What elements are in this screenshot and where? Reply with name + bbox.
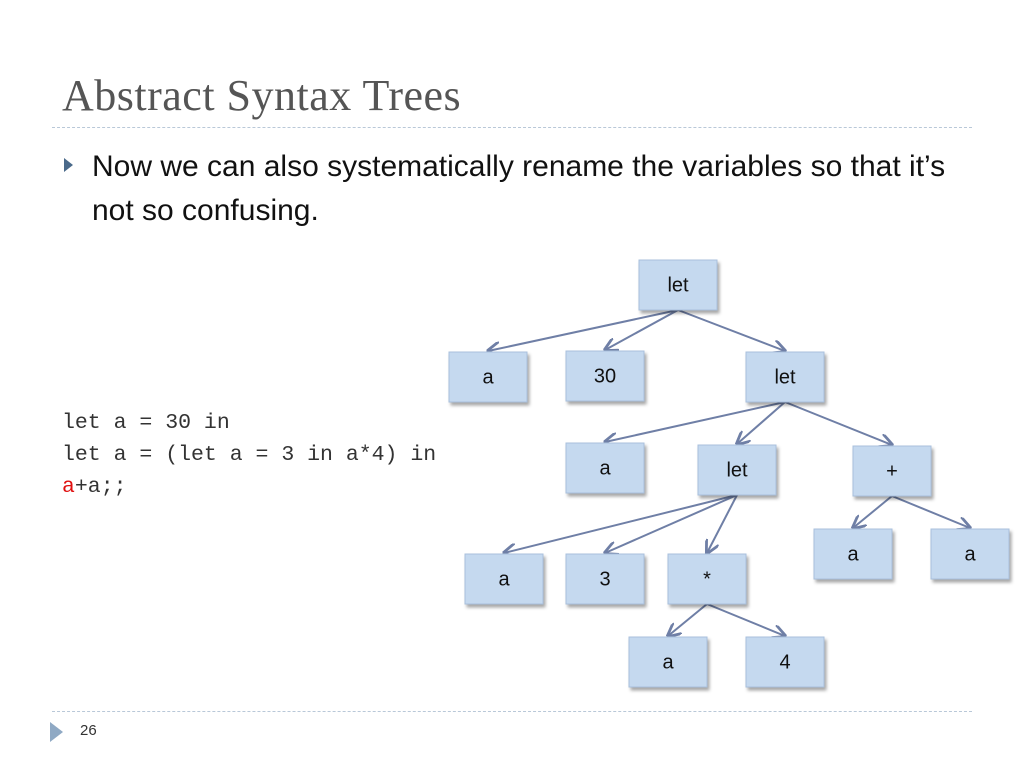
tree-node-label: a	[964, 543, 976, 565]
tree-node-label: a	[482, 366, 494, 388]
tree-node-a5: a	[628, 636, 708, 688]
bullet-text: Now we can also systematically rename th…	[92, 150, 946, 227]
tree-node-box	[565, 553, 645, 605]
tree-node-30: 30	[565, 350, 645, 402]
tree-node-let1: let	[638, 259, 718, 311]
tree-edge-n_mul-n_a5	[668, 603, 708, 636]
tree-node-label: a	[599, 457, 611, 479]
tree-node-box	[448, 351, 528, 403]
tree-edge-n_let2-n_let3	[737, 401, 786, 444]
tree-node-box	[667, 553, 747, 605]
tree-node-label: a	[847, 543, 859, 565]
footer-divider	[52, 711, 972, 712]
footer-arrow-icon	[50, 722, 63, 742]
tree-edge-n_let3-n_mul	[707, 494, 738, 553]
tree-node-label: a	[662, 651, 674, 673]
tree-edges	[488, 309, 970, 636]
tree-node-box	[930, 528, 1010, 580]
tree-node-4: 4	[745, 636, 825, 688]
tree-edge-n_let1-n_let2	[677, 309, 785, 351]
tree-node-label: a	[498, 568, 510, 590]
tree-node-label: 30	[594, 365, 616, 387]
tree-edge-n_let3-n_3	[605, 494, 738, 553]
code-highlighted-variable: a	[62, 475, 75, 499]
tree-node-box	[813, 528, 893, 580]
page-number: 26	[80, 722, 97, 739]
tree-node-label: let	[726, 459, 748, 481]
tree-edge-n_let2-n_a2	[605, 401, 786, 442]
code-line-2: let a = (let a = 3 in a*4) in	[62, 443, 437, 467]
tree-node-box	[697, 444, 777, 496]
tree-node-label: let	[667, 274, 689, 296]
tree-edge-n_let1-n_a1	[488, 309, 679, 351]
code-line-1: let a = 30 in	[62, 411, 230, 435]
tree-edge-n_let1-n_30	[605, 309, 679, 350]
tree-node-box	[565, 350, 645, 402]
tree-node-a1: a	[448, 351, 528, 403]
tree-node-label: *	[703, 568, 711, 590]
code-line-3-rest: +a;;	[74, 475, 127, 499]
tree-edge-n_plus-n_a4	[891, 495, 970, 528]
tree-edge-n_let2-n_plus	[784, 401, 892, 445]
tree-node-box	[628, 636, 708, 688]
tree-node-label: let	[774, 366, 796, 388]
tree-node-let2: let	[745, 351, 825, 403]
code-block: let a = 30 in let a = (let a = 3 in a*4) …	[62, 407, 436, 503]
tree-edge-n_mul-n_4	[706, 603, 785, 636]
tree-node-box	[565, 442, 645, 494]
tree-node-label: 4	[779, 651, 790, 673]
tree-edge-n_let3-n_a3	[504, 494, 738, 553]
tree-node-let3: let	[697, 444, 777, 496]
tree-edge-n_plus-n_ared	[853, 495, 893, 528]
tree-node-a2: a	[565, 442, 645, 494]
slide-title: Abstract Syntax Trees	[62, 71, 462, 120]
tree-node-a3: a	[464, 553, 544, 605]
tree-node-mul: *	[667, 553, 747, 605]
tree-node-box	[745, 351, 825, 403]
tree-node-label: +	[886, 460, 898, 482]
tree-node-label: 3	[599, 568, 610, 590]
tree-node-plus: +	[852, 445, 932, 497]
tree-nodes: let a 30 let a let + a 3 * a a a 4	[448, 259, 1010, 688]
bullet-arrow-icon	[64, 158, 73, 172]
tree-node-ared: a	[813, 528, 893, 580]
title-divider	[52, 127, 972, 128]
tree-node-3: 3	[565, 553, 645, 605]
code-line-3: a+a;;	[62, 471, 436, 503]
tree-node-box	[638, 259, 718, 311]
tree-node-box	[745, 636, 825, 688]
tree-node-box	[464, 553, 544, 605]
tree-node-box	[852, 445, 932, 497]
tree-node-a4: a	[930, 528, 1010, 580]
